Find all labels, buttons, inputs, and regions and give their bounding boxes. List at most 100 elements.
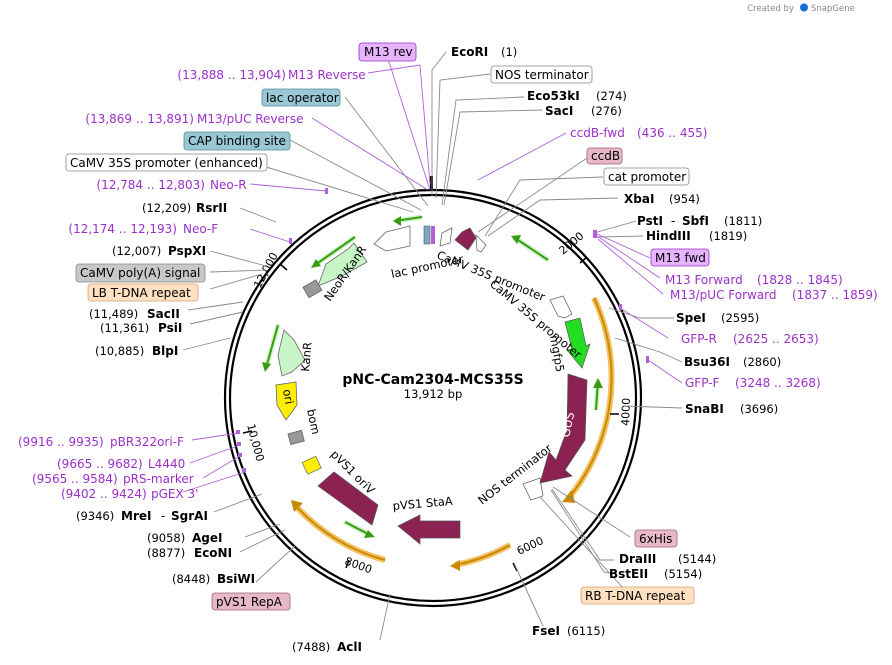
watermark-brand: SnapGene bbox=[811, 4, 855, 14]
label-lac-promoter: lac promoter bbox=[390, 252, 465, 281]
primer-gfp-f-name: GFP-F bbox=[685, 376, 720, 390]
label-camv-enhanced: CaMV 35S promoter (enhanced) bbox=[70, 156, 263, 170]
label-pvs1-staa: pVS1 StaA bbox=[392, 494, 453, 513]
site-snabi-pos: (3696) bbox=[740, 402, 778, 416]
site-psti-name: PstI bbox=[637, 214, 663, 228]
primer-m13-reverse-name: M13 Reverse bbox=[288, 68, 366, 82]
label-kanr: KanR bbox=[298, 341, 315, 372]
pvs1-oriv-feature bbox=[317, 471, 379, 526]
site-ecori-pos: (1) bbox=[501, 45, 517, 59]
site-blpi-name: BlpI bbox=[152, 344, 178, 358]
box-camv-polya bbox=[75, 263, 206, 283]
ccdb-feature bbox=[454, 227, 477, 251]
tick-4000: 4000 bbox=[619, 398, 633, 426]
site-econi-pos: (8877) bbox=[147, 546, 185, 560]
site-psii-name: PsiI bbox=[158, 321, 182, 335]
tick-10000: 10,000 bbox=[244, 422, 267, 463]
leader-lines bbox=[182, 51, 683, 641]
ecori-cut-mark bbox=[430, 176, 433, 190]
green-arrow-right-head bbox=[511, 235, 521, 244]
tdna-arc-bottom-head bbox=[450, 560, 460, 571]
label-lb-tdna: LB T-DNA repeat bbox=[92, 286, 191, 300]
primer-l4440-range: (9665 .. 9682) bbox=[57, 457, 143, 471]
box-cap-binding-site bbox=[183, 131, 291, 151]
label-ori: ori bbox=[280, 388, 296, 405]
backbone-inner-ring bbox=[228, 193, 638, 603]
primer-m13-forward-name: M13 Forward bbox=[665, 273, 743, 287]
site-saci-pos: (276) bbox=[591, 104, 622, 118]
box-m13-fwd bbox=[650, 248, 710, 267]
primer-l4440-name: L4440 bbox=[148, 457, 185, 471]
primer-prs-marker-name: pRS-marker bbox=[123, 472, 194, 486]
primer-m13-puc-forward-range: (1837 .. 1859) bbox=[792, 288, 878, 302]
site-draiii-name: DraIII bbox=[619, 552, 656, 566]
site-bsteii-pos: (5154) bbox=[664, 567, 702, 581]
plasmid-name: pNC-Cam2304-MCS35S bbox=[342, 372, 523, 388]
site-acli-name: AclI bbox=[337, 640, 362, 654]
green-arrow-bottom-head bbox=[364, 530, 375, 538]
site-blpi-pos: (10,885) bbox=[95, 344, 144, 358]
primer-neo-f-range: (12,174 .. 12,193) bbox=[68, 222, 177, 236]
tdna-arc-right-head bbox=[562, 490, 575, 503]
green-arrow-right bbox=[514, 237, 549, 261]
tick-marks bbox=[242, 256, 619, 572]
primer-leader-lines bbox=[182, 59, 683, 493]
primer-pgex3-range: (9402 .. 9424) bbox=[61, 487, 147, 501]
site-rsrii-name: RsrII bbox=[196, 201, 227, 215]
grey-small-feature bbox=[302, 279, 323, 299]
site-saci-name: SacI bbox=[545, 104, 573, 118]
pvs1-staa-feature bbox=[397, 514, 461, 545]
site-mrei-sep: - bbox=[161, 509, 165, 523]
label-m13-fwd: M13 fwd bbox=[655, 251, 706, 265]
site-sbfi-name: SbfI bbox=[682, 214, 709, 228]
primer-tick-marks bbox=[236, 188, 649, 472]
site-psii-pos: (11,361) bbox=[100, 321, 149, 335]
site-agei-name: AgeI bbox=[192, 531, 222, 545]
camv-promoter-right-feature bbox=[549, 295, 573, 319]
site-pspxi-name: PspXI bbox=[168, 244, 206, 258]
gus-feature bbox=[539, 373, 588, 484]
site-hindiii-pos: (1819) bbox=[709, 229, 747, 243]
small-white-feature bbox=[475, 233, 487, 253]
site-bsiwi-name: BsiWI bbox=[217, 572, 255, 586]
site-psti-sep: - bbox=[671, 214, 675, 228]
lac-feature-white bbox=[439, 227, 453, 247]
label-ccdb: ccdB bbox=[591, 149, 620, 163]
green-arrow-left-head bbox=[311, 259, 321, 268]
green-arrow-kanr-head bbox=[262, 362, 271, 372]
label-rb-tdna: RB T-DNA repeat bbox=[585, 589, 686, 603]
primer-ccdb-fwd-range: (436 .. 455) bbox=[637, 126, 707, 140]
label-mgfp5: mgfp5 bbox=[547, 334, 567, 373]
primer-pbr322ori-f-range: (9916 .. 9935) bbox=[18, 435, 104, 449]
label-gus: GUS bbox=[558, 411, 577, 439]
site-fsei-name: FseI bbox=[532, 624, 560, 638]
site-agei-pos: (9058) bbox=[147, 531, 185, 545]
yellow-small-feature bbox=[301, 455, 322, 475]
green-arrow-left bbox=[314, 236, 356, 266]
green-arrow-kanr bbox=[265, 324, 279, 369]
site-sacii-name: SacII bbox=[147, 307, 180, 321]
label-camv-polya: CaMV poly(A) signal bbox=[80, 266, 200, 280]
site-econi-name: EcoNI bbox=[194, 546, 232, 560]
site-xbai-name: XbaI bbox=[624, 192, 654, 206]
site-spei-name: SpeI bbox=[676, 311, 706, 325]
tick-6000: 6000 bbox=[515, 534, 546, 558]
watermark-prefix: Created by bbox=[747, 4, 794, 14]
site-eco53ki-pos: (274) bbox=[596, 89, 627, 103]
nos-terminator-feature bbox=[522, 477, 544, 501]
label-bom: bom bbox=[304, 408, 323, 436]
green-arrow-gus-head bbox=[593, 378, 603, 388]
primer-m13-forward-range: (1828 .. 1845) bbox=[757, 273, 843, 287]
site-mrei-pos: (9346) bbox=[76, 509, 114, 523]
primer-gfp-r-name: GFP-R bbox=[681, 332, 717, 346]
primer-neo-r-name: Neo-R bbox=[210, 178, 247, 192]
site-mrei-name: MreI bbox=[121, 509, 151, 523]
site-rsrii-pos: (12,209) bbox=[142, 201, 191, 215]
primer-gfp-r-range: (2625 .. 2653) bbox=[733, 332, 819, 346]
site-acli-pos: (7488) bbox=[292, 640, 330, 654]
site-snabi-name: SnaBI bbox=[685, 402, 724, 416]
box-lac-operator bbox=[261, 88, 341, 107]
tdna-arc-bottom-glow bbox=[454, 542, 512, 568]
site-eco53ki-name: Eco53kI bbox=[527, 89, 580, 103]
site-xbai-pos: (954) bbox=[669, 192, 700, 206]
